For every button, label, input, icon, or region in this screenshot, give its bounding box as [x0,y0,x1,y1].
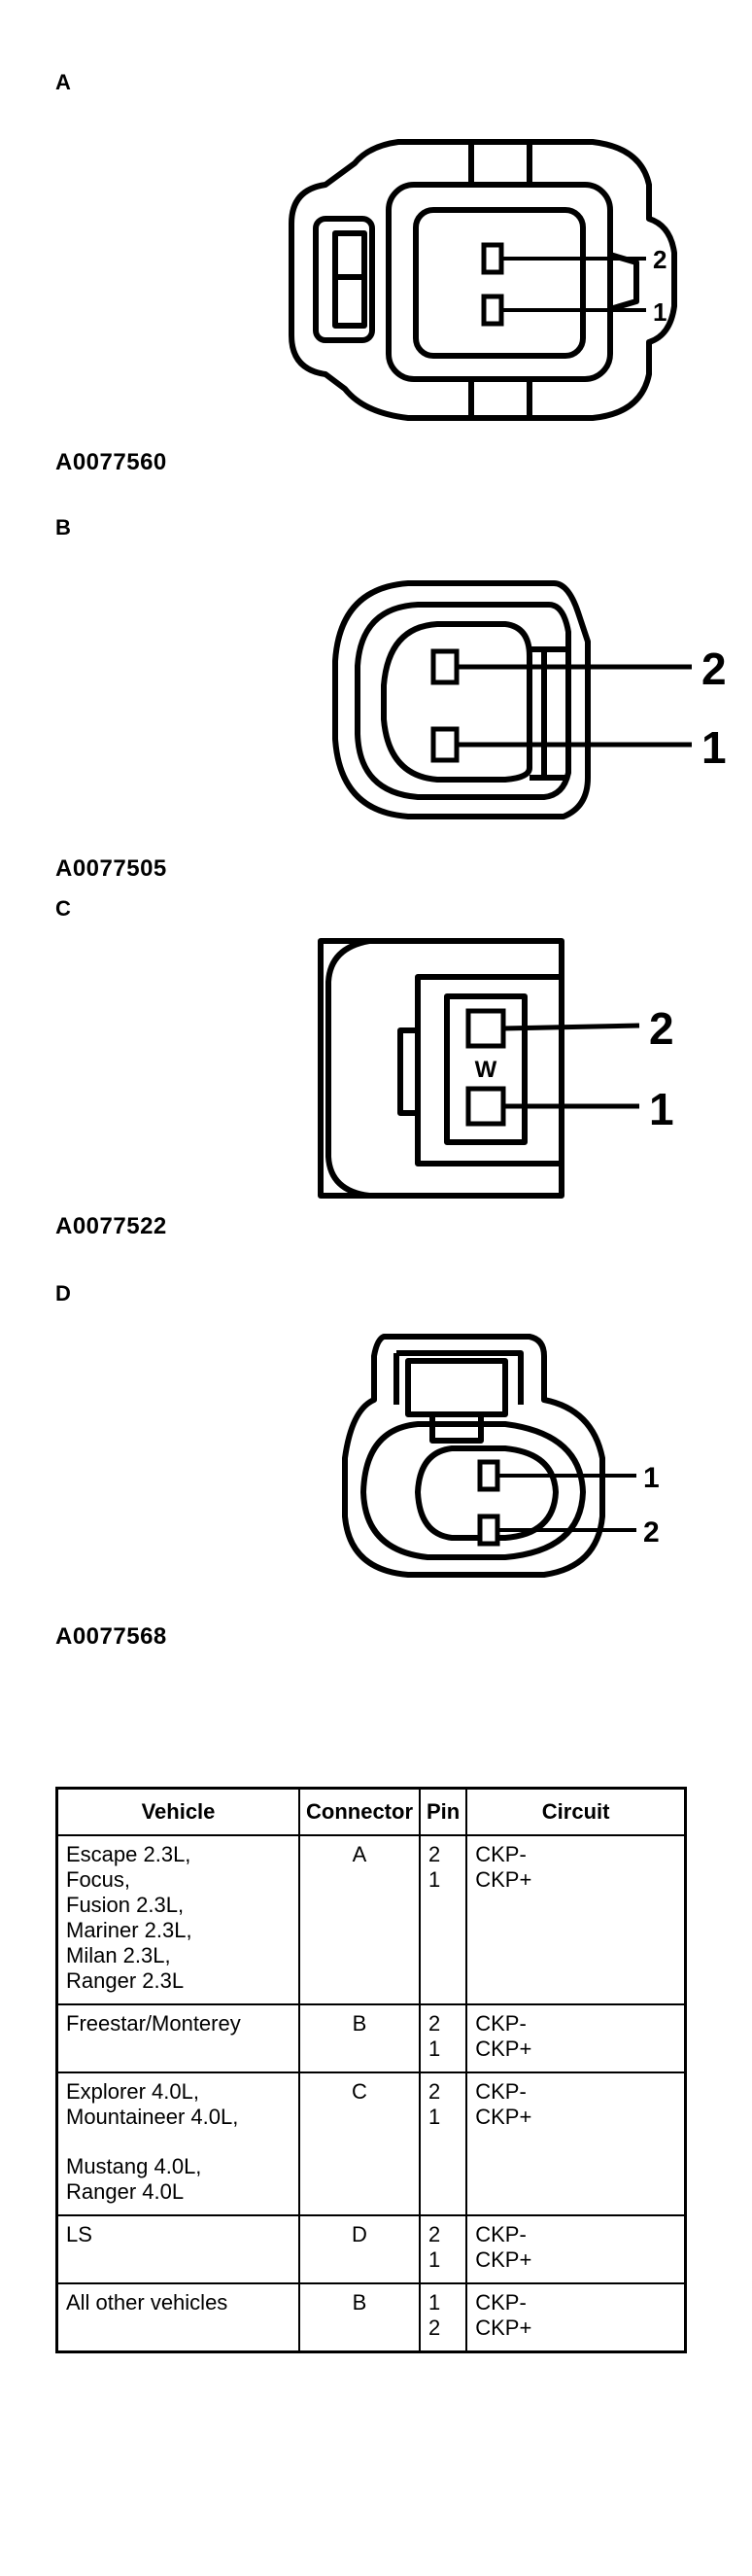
figure-id-b: A0077505 [55,855,167,882]
cell-pin: 2 1 [418,1833,468,2005]
cell-pin: 1 2 [418,2282,468,2353]
section-letter-d: D [55,1281,71,1305]
header-vehicle: Vehicle [55,1787,300,1836]
cell-pin: 2 1 [418,2071,468,2217]
table-row: Freestar/Monterey B 2 1 CKP- CKP+ [55,2002,687,2073]
cell-circuit: CKP- CKP+ [465,2002,687,2073]
connector-d-pin-1 [477,1459,500,1492]
connector-a-pin-label-1: 1 [653,297,667,327]
cell-vehicle: LS [55,2214,300,2285]
cell-pin: 2 1 [418,2002,468,2073]
section-letter-c: C [55,896,71,921]
connector-d-pin-label-2: 2 [643,1516,660,1549]
cell-pin: 2 1 [418,2214,468,2285]
section-letter-a: A [55,70,71,94]
cell-circuit: CKP- CKP+ [465,2071,687,2217]
figure-id-d: A0077568 [55,1623,167,1650]
connector-b-pin-label-2: 2 [701,644,727,694]
cell-circuit: CKP- CKP+ [465,2214,687,2285]
section-letter-b: B [55,515,71,540]
cell-vehicle: All other vehicles [55,2282,300,2353]
header-pin: Pin [418,1787,468,1836]
connector-d-pin-2 [477,1514,500,1547]
table-row: Explorer 4.0L, Mountaineer 4.0L, Mustang… [55,2071,687,2217]
connector-c-pin-2 [465,1008,506,1049]
cell-connector: B [298,2002,421,2073]
connector-b-pin-2 [430,648,460,685]
connector-a-diagram: 2 1 [289,139,677,421]
cell-connector: D [298,2214,421,2285]
connector-b-pin-label-1: 1 [701,722,727,773]
cell-circuit: CKP- CKP+ [465,2282,687,2353]
figure-id-a: A0077560 [55,449,167,475]
table-row: All other vehicles B 1 2 CKP- CKP+ [55,2282,687,2353]
connector-a-pin-label-2: 2 [653,245,667,274]
connector-b-diagram: 2 1 [332,580,727,819]
connector-pin-table: Vehicle Connector Pin Circuit Escape 2.3… [55,1787,687,2354]
connector-c-pin-1 [465,1086,506,1127]
connector-c-leader-2 [502,1023,640,1031]
connector-c-pin-label-2: 2 [649,1003,674,1054]
connector-d-diagram: 1 2 [342,1334,660,1578]
cell-circuit: CKP- CKP+ [465,1833,687,2005]
cell-vehicle: Explorer 4.0L, Mountaineer 4.0L, Mustang… [55,2071,300,2217]
cell-vehicle: Freestar/Monterey [55,2002,300,2073]
cell-connector: A [298,1833,421,2005]
connector-d-pin-label-1: 1 [643,1462,660,1494]
header-connector: Connector [298,1787,421,1836]
table-row: Escape 2.3L, Focus, Fusion 2.3L, Mariner… [55,1833,687,2005]
table-header-row: Vehicle Connector Pin Circuit [55,1787,687,1836]
cell-connector: C [298,2071,421,2217]
connector-a-pin-1 [481,294,504,327]
figure-id-c: A0077522 [55,1213,167,1239]
connector-a-pin-2 [481,242,504,275]
connector-c-housing-mark: W [475,1057,497,1083]
connector-b-pin-1 [430,726,460,763]
cell-connector: B [298,2282,421,2353]
connector-c-pin-label-1: 1 [649,1084,674,1134]
header-circuit: Circuit [465,1787,687,1836]
table-row: LS D 2 1 CKP- CKP+ [55,2214,687,2285]
cell-vehicle: Escape 2.3L, Focus, Fusion 2.3L, Mariner… [55,1833,300,2005]
connector-c-diagram: W 2 1 [318,938,674,1199]
